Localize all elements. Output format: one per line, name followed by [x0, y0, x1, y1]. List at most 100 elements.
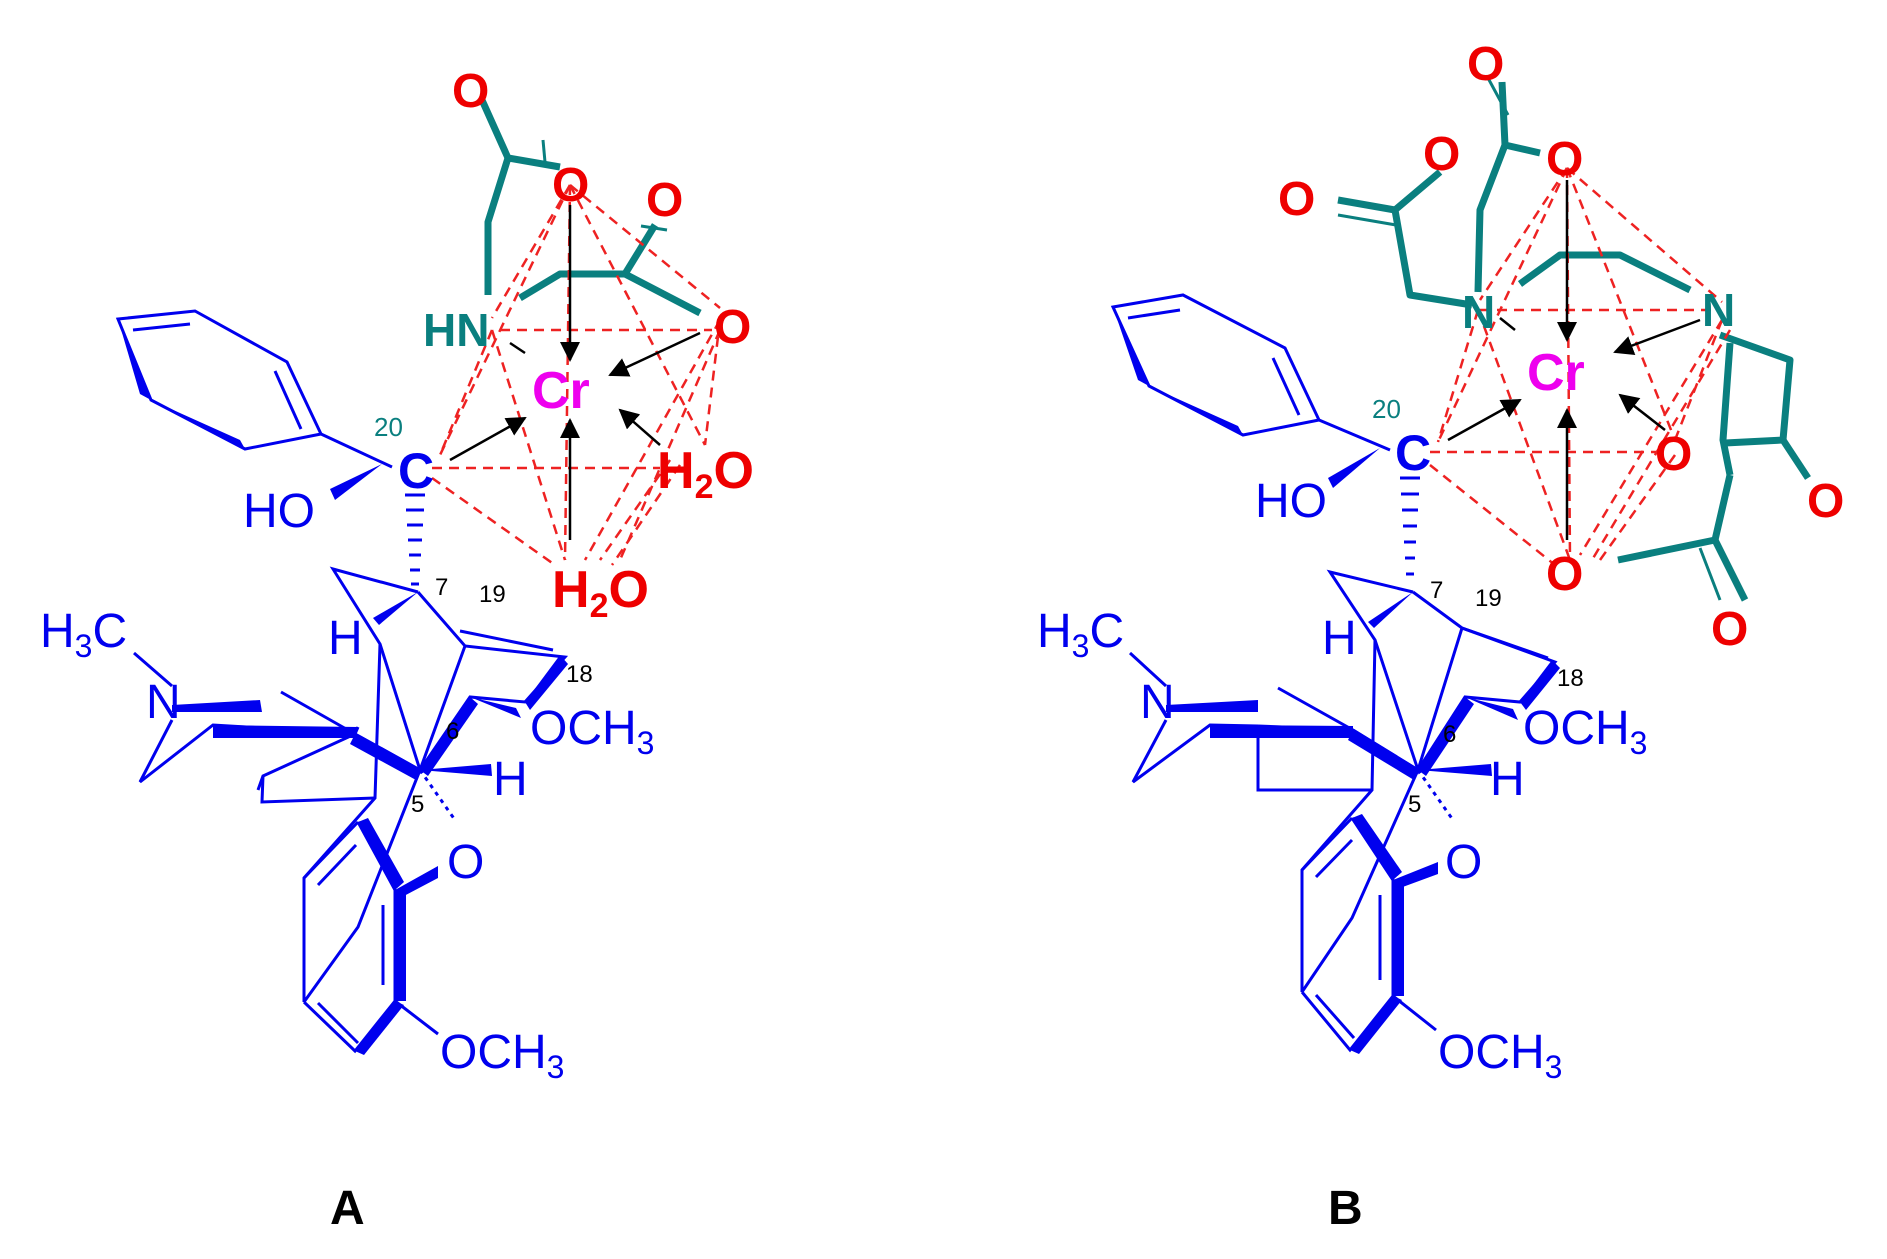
panel-b-c20-atom: C — [1395, 425, 1431, 481]
panel-b-phenyl-double-bond — [1271, 357, 1301, 416]
panel-b-bridge-h: H — [1322, 612, 1357, 665]
panel-b-labels: Cr C 20 HO H3C N H H O OCH3 OCH3 7 19 18… — [1037, 38, 1844, 1235]
panel-a-label: A — [330, 1182, 365, 1235]
panel-b-aromatic-double — [1314, 838, 1354, 879]
panel-b-o-carbonyl-bottom: O — [1711, 603, 1748, 656]
panel-a: Cr C 20 HO H3C N H H O OCH3 OCH3 7 19 18… — [40, 65, 754, 1235]
panel-b-ring-bonds — [1256, 726, 1372, 792]
panel-b-pos-6: 6 — [1443, 721, 1456, 748]
panel-a-wedge-n — [172, 700, 262, 712]
panel-b-bold-bond — [1350, 996, 1402, 1054]
panel-a-ligand — [478, 98, 702, 317]
panel-a-ligand-o-carbonyl-1: O — [452, 65, 489, 118]
panel-a-ring-bonds — [378, 643, 467, 775]
panel-b-methoxy-bottom: OCH3 — [1438, 1026, 1562, 1085]
panel-a-glycine-arm-2 — [518, 270, 702, 317]
panel-b-ligand-o-bottom: O — [1546, 548, 1583, 601]
panel-b-pos-7: 7 — [1430, 577, 1443, 604]
panel-a-methoxy-top: OCH3 — [530, 702, 654, 761]
panel-b-wedge-n — [1166, 700, 1258, 712]
panel-a-glycine-arm-1 — [478, 98, 561, 171]
panel-a-hydroxyl: HO — [243, 485, 315, 538]
panel-a-c20-atom: C — [398, 443, 434, 499]
panel-a-bold-bond — [395, 890, 406, 1001]
panel-a-pos-5: 5 — [411, 791, 424, 818]
panel-a-ring-bonds — [302, 566, 419, 1002]
panel-b-hydroxyl: HO — [1255, 475, 1327, 528]
panel-b-wedge-h5 — [1418, 764, 1492, 776]
panel-b-ring-bonds — [1373, 627, 1464, 775]
panel-a-aromatic-double — [316, 1001, 360, 1045]
panel-b-ligand-n1: N — [1462, 286, 1495, 338]
panel-a-ligand-o-carbonyl-2: O — [646, 174, 683, 227]
panel-b-aromatic-double — [1314, 994, 1356, 1039]
panel-b-scaffold — [1110, 293, 1558, 1053]
panel-a-ligand-o-right: O — [714, 301, 751, 354]
panel-b-methoxy-top: OCH3 — [1523, 702, 1647, 761]
panel-a-wedge-ho — [330, 464, 382, 500]
panel-a-wedge-h5 — [420, 764, 492, 776]
panel-a-bold-bond — [355, 1001, 404, 1055]
panel-b-dashed-polyhedron — [1429, 167, 1732, 566]
panel-a-wedge — [151, 400, 245, 449]
panel-a-metal-cr: Cr — [532, 362, 590, 420]
panel-a-glycine-arm-1 — [484, 156, 512, 295]
panel-b-arm-right — [1780, 438, 1811, 480]
panel-a-ligand-o-top: O — [552, 159, 589, 212]
panel-a-pos-7: 7 — [435, 574, 448, 601]
panel-b-bold-bond — [1418, 697, 1474, 776]
panel-a-phenyl-double-bond — [132, 322, 191, 332]
panel-b-alkene — [1461, 626, 1549, 660]
panel-b-hashed-bond — [1416, 769, 1455, 821]
panel-a-aromatic-double — [316, 843, 358, 887]
panel-b-pos-19: 19 — [1475, 585, 1502, 612]
panel-b-arm-right-b — [1719, 342, 1734, 476]
panel-b-wedge — [1149, 386, 1243, 435]
panel-a-bold-bond — [525, 655, 568, 710]
panel-a-h5: H — [493, 753, 528, 806]
panel-b: Cr C 20 HO H3C N H H O OCH3 OCH3 7 19 18… — [1037, 38, 1844, 1235]
panel-b-bold-bond — [1348, 730, 1418, 780]
panel-b-metal-cr: Cr — [1527, 344, 1585, 402]
panel-b-ring-o: O — [1445, 836, 1482, 889]
panel-b-o-carbonyl-top: O — [1467, 38, 1504, 91]
panel-b-carbonyl-double — [1698, 547, 1722, 601]
panel-a-ligand-nh: HN — [423, 304, 489, 356]
panel-b-phenyl-double-bond — [1127, 308, 1181, 320]
panel-b-h5: H — [1490, 753, 1525, 806]
panel-a-alkene — [459, 629, 554, 652]
panel-b-ligand-n2: N — [1702, 284, 1735, 336]
panel-b-bold-bond — [1520, 660, 1560, 710]
panel-b-arm-bottom — [1617, 474, 1734, 564]
panel-b-bold-bond — [1352, 814, 1402, 880]
panel-a-coordination-arrows — [449, 205, 701, 540]
panel-a-scaffold — [115, 309, 569, 1054]
panel-b-ligand — [1337, 77, 1811, 602]
panel-a-bold-bond — [213, 725, 358, 738]
panel-a-wedge-h — [373, 592, 418, 625]
panel-a-hashed-c20-c7 — [405, 493, 425, 586]
panel-a-carbonyl-2 — [622, 223, 658, 276]
panel-a-pos-6: 6 — [446, 718, 459, 745]
panel-a-bold-bond — [358, 818, 404, 890]
panel-b-ring-bonds — [1277, 590, 1558, 773]
panel-a-pos-19: 19 — [479, 581, 506, 608]
panel-b-wedge-ho — [1328, 448, 1380, 488]
panel-b-n-methyl-bond — [1128, 651, 1168, 688]
panel-b-pos-5: 5 — [1408, 791, 1421, 818]
panel-a-wedge — [118, 319, 151, 400]
panel-b-o-carbonyl-right: O — [1807, 475, 1844, 528]
panel-b-bold-bond — [1393, 880, 1404, 996]
panel-a-phenyl-double-bond — [273, 370, 303, 430]
panel-b-ring-bonds — [1300, 816, 1354, 872]
panel-b-arm-top — [1498, 81, 1541, 157]
panel-a-ring-bonds — [280, 591, 569, 772]
panel-b-wedge — [1113, 307, 1149, 386]
panel-b-label: B — [1328, 1182, 1363, 1235]
panel-a-ring-o: O — [447, 836, 484, 889]
panel-a-c20-number: 20 — [374, 412, 403, 442]
panel-a-wedges — [118, 319, 568, 1055]
panel-b-bond-phenyl-c20 — [1318, 418, 1391, 452]
